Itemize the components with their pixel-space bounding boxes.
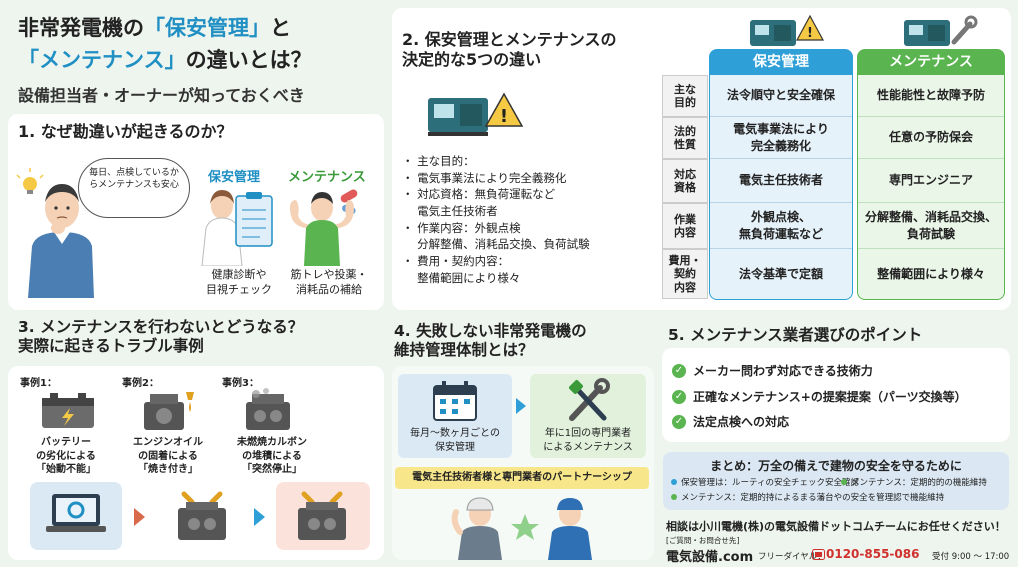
footer-contact-label: [ご質問・お問合せ先] bbox=[666, 536, 740, 545]
table-row-label: 法的 性質 bbox=[662, 117, 708, 159]
engine-oil-icon bbox=[144, 392, 194, 430]
doctor-checklist-illustration bbox=[201, 190, 273, 266]
table-cell-maintenance: 性能能性と故障予防 bbox=[858, 75, 1004, 117]
section2-title: 2. 保安管理とメンテナンスの決定的な5つの違い bbox=[402, 30, 617, 69]
muscle-person-illustration bbox=[290, 189, 358, 266]
list-item: ・ 電気事業法により完全義務化 bbox=[402, 170, 567, 185]
chevron-right-icon bbox=[254, 508, 265, 526]
hoan-caption: 健康診断や目視チェック bbox=[206, 268, 272, 296]
table-cell-hoan: 法令順守と安全確保 bbox=[710, 75, 852, 117]
tools-icon bbox=[569, 378, 610, 421]
battery-icon bbox=[42, 393, 94, 428]
footer-hours: 受付 9:00 ～ 17:00 bbox=[932, 552, 1010, 562]
page-title-line1: 非常発電機の「保安管理」と bbox=[18, 16, 291, 40]
table-header-maintenance: メンテナンス bbox=[857, 49, 1005, 75]
list-item: 整備範囲により様々 bbox=[402, 270, 521, 285]
summary-title: まとめ：万全の備えで建物の安全を守るために bbox=[710, 459, 962, 473]
phone-icon bbox=[812, 549, 825, 560]
section5-title: 5. メンテナンス業者選びのポイント bbox=[668, 326, 923, 344]
bullet-icon bbox=[841, 479, 847, 485]
maintenance-label: メンテナンス bbox=[288, 170, 366, 185]
section1-title: 1. なぜ勘違いが起きるのか？ bbox=[18, 122, 233, 141]
thinking-person-illustration bbox=[16, 168, 94, 298]
check-icon: ✓ bbox=[672, 389, 686, 404]
summary-line: メンテナンス：定期的的の機能維持 bbox=[841, 476, 987, 488]
list-item: ・ 費用・契約内容： bbox=[402, 254, 510, 269]
technicians-handshake-illustration bbox=[451, 497, 592, 560]
table-column-hoan bbox=[709, 75, 853, 300]
table-cell-maintenance: 分解整備、消耗品交換、 負荷試験 bbox=[858, 203, 1004, 249]
footer-free-label: フリーダイヤル： bbox=[758, 552, 826, 562]
svg-text:!: ! bbox=[500, 106, 508, 127]
box2-caption: 年に1回の専門業者によるメンテナンス bbox=[543, 428, 633, 453]
bullet-icon bbox=[671, 494, 677, 500]
engine-repair-icon bbox=[178, 491, 226, 540]
table-cell-maintenance: 任意の予防保会 bbox=[858, 117, 1004, 159]
table-cell-maintenance: 整備範囲により様々 bbox=[877, 266, 985, 281]
section5-panel bbox=[662, 348, 1010, 442]
table-row-label: 作業 内容 bbox=[662, 203, 708, 249]
hoan-label: 保安管理 bbox=[208, 170, 261, 185]
list-item: ・ 作業内容：外観点検 bbox=[402, 220, 521, 235]
partnership-banner: 電気主任技術者様と専門業者のパートナーシップ bbox=[395, 467, 649, 489]
page-title-line2: 「メンテナンス」の違いとは？ bbox=[18, 48, 312, 72]
list-item: ・ 対応資格：無負荷運転など bbox=[402, 187, 556, 202]
table-cell-maintenance: 専門エンジニア bbox=[858, 159, 1004, 203]
table-column-maintenance bbox=[857, 75, 1005, 300]
calendar-icon bbox=[433, 381, 477, 421]
chevron-right-icon bbox=[134, 508, 145, 526]
engine-carbon-icon bbox=[246, 388, 290, 430]
case-label: 事例1： bbox=[20, 378, 57, 389]
list-item: 電気主任技術者 bbox=[402, 204, 498, 219]
section2-list: ・ 主な目的： ・ 電気事業法により完全義務化 ・ 対応資格：無負荷運転など 電… bbox=[402, 153, 652, 286]
maintenance-caption: 筋トレや投薬・消耗品の補給 bbox=[290, 268, 368, 296]
summary-line: 保安管理は：ルーティの安全チェック安全確認 bbox=[671, 476, 859, 488]
page-subtitle: 設備担当者・オーナーが知っておくべき bbox=[18, 86, 305, 105]
generator-warning-icon: ! bbox=[750, 14, 824, 46]
lightbulb-icon bbox=[16, 168, 44, 194]
section4-title: 4. 失敗しない非常発電機の維持管理体制とは？ bbox=[394, 322, 587, 360]
box-annual-maintenance bbox=[530, 374, 646, 458]
case-label: 事例2： bbox=[122, 378, 159, 389]
table-row-label: 主な 目的 bbox=[662, 75, 708, 117]
table-row-label: 費用・ 契約 内容 bbox=[662, 249, 708, 299]
table-row-label: 対応 資格 bbox=[662, 159, 708, 203]
point-item: ✓正確なメンテナンス+の提案提案（パーツ交換等） bbox=[672, 388, 967, 405]
engine-repair-icon bbox=[298, 491, 346, 540]
table-cell-hoan: 電気事業法により 完全義務化 bbox=[710, 117, 852, 159]
case-caption: バッテリーの劣化による「始動不能」 bbox=[36, 437, 96, 475]
footer-brand: 電気設備.com bbox=[666, 550, 754, 565]
generator-warning-icon: ! bbox=[428, 92, 524, 136]
svg-text:!: ! bbox=[807, 26, 813, 41]
point-item: ✓メーカー問わず対応できる技術力 bbox=[672, 362, 873, 379]
section3-title: 3. メンテナンスを行わないとどうなる？実際に起きるトラブル事例 bbox=[18, 318, 304, 356]
generator-wrench-icon bbox=[904, 15, 978, 46]
box1-caption: 毎月～数ヶ月ごとの保安管理 bbox=[410, 428, 500, 453]
case-label: 事例3： bbox=[222, 378, 259, 389]
footer-cta: 相談は小川電機(株)の電気設備ドットコムチームにお任せください！ bbox=[666, 520, 1006, 533]
case-caption: 未燃焼カルボンの堆積による「突然停止」 bbox=[237, 437, 307, 475]
table-cell-hoan: 法令基準で定額 bbox=[738, 266, 823, 281]
speech-bubble: 毎日、点検しているからメンテナンスも安心 bbox=[78, 158, 190, 218]
footer-phone[interactable]: 0120-855-086 bbox=[826, 547, 920, 561]
laptop-gear-icon bbox=[46, 494, 106, 532]
table-cell-hoan: 外観点検、 無負荷運転など bbox=[710, 203, 852, 249]
table-cell-hoan: 電気主任技術者 bbox=[710, 159, 852, 203]
point-item: ✓法定点検への対応 bbox=[672, 413, 789, 430]
summary-line: メンテナンス：定期的持によるまる藩台やの安全を管理認で機能維持 bbox=[671, 491, 944, 503]
list-item: ・ 主な目的： bbox=[402, 154, 475, 168]
chevron-right-icon bbox=[516, 398, 526, 414]
check-icon: ✓ bbox=[672, 414, 686, 429]
bullet-icon bbox=[671, 479, 677, 485]
table-header-hoan: 保安管理 bbox=[709, 49, 853, 75]
summary-box: まとめ：万全の備えで建物の安全を守るために 保安管理は：ルーティの安全チェック安… bbox=[663, 452, 1009, 510]
list-item: 分解整備、消耗品交換、負荷試験 bbox=[402, 237, 590, 252]
case-caption: エンジンオイルの固着による「焼き付き」 bbox=[133, 437, 203, 475]
check-icon: ✓ bbox=[672, 363, 686, 378]
